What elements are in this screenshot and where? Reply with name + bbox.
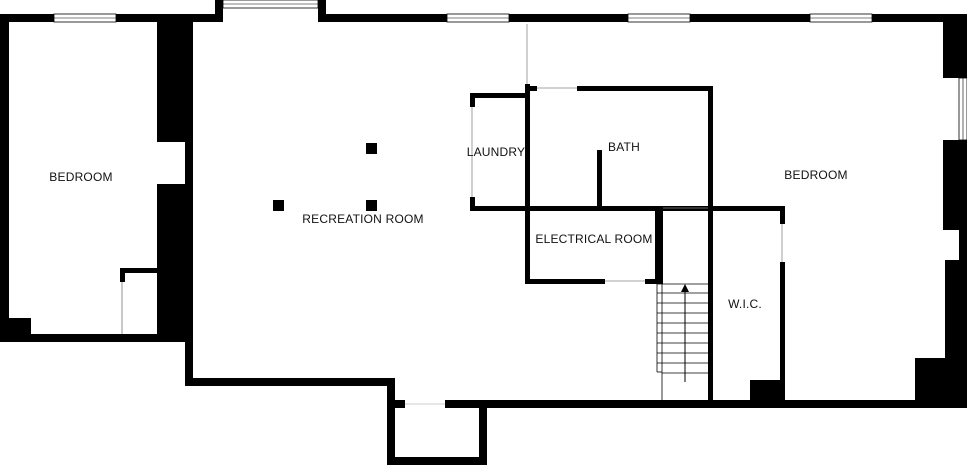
- window: [446, 13, 510, 23]
- room-label-bath: BATH: [608, 140, 640, 154]
- room-label-laundry: LAUNDRY: [467, 145, 526, 159]
- room-label-bedroom-right: BEDROOM: [784, 168, 847, 182]
- outer-walls: [185, 0, 967, 465]
- door-openings: [471, 24, 783, 282]
- window: [222, 0, 319, 9]
- window: [53, 13, 117, 23]
- window: [809, 13, 873, 23]
- interior-walls: [470, 84, 785, 408]
- room-label-electrical-room: ELECTRICAL ROOM: [535, 232, 652, 246]
- staircase: [656, 283, 708, 400]
- room-label-bedroom-left: BEDROOM: [49, 170, 112, 184]
- room-label-recreation-room: RECREATION ROOM: [302, 212, 423, 226]
- window: [958, 77, 967, 141]
- support-columns: [273, 143, 377, 211]
- stair-arrow-icon: [681, 284, 689, 382]
- window: [627, 13, 691, 23]
- room-label-wic: W.I.C.: [728, 297, 762, 311]
